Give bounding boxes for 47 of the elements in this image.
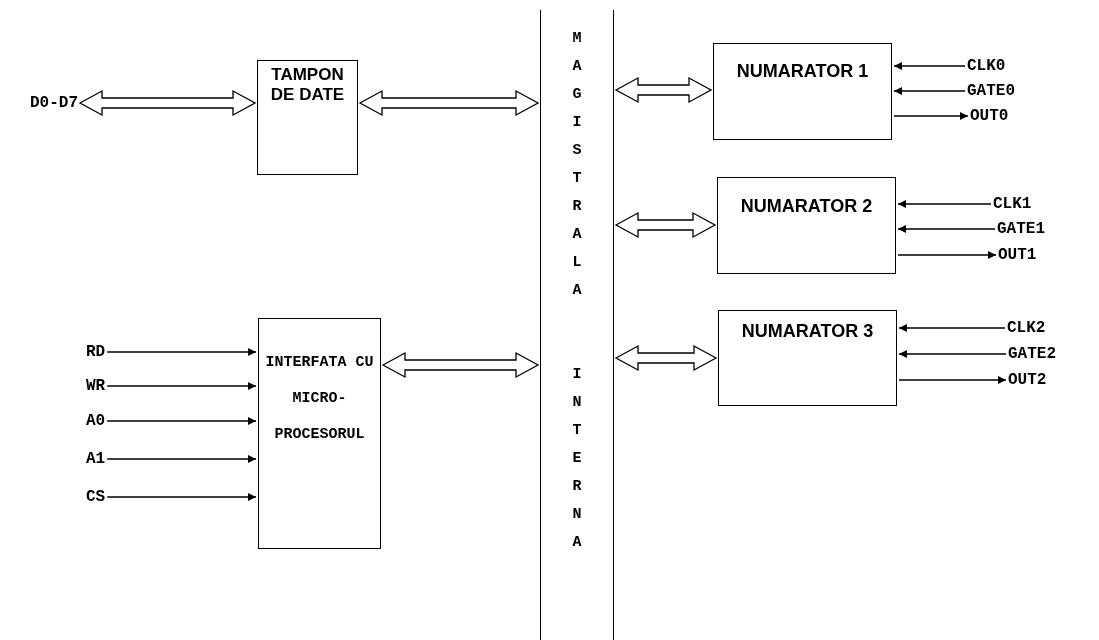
arrow bbox=[897, 225, 996, 233]
bus-label: MAGISTRALA INTERNA bbox=[568, 30, 586, 564]
signal-label: GATE0 bbox=[967, 83, 1015, 99]
signal-label: WR bbox=[86, 378, 106, 394]
arrow bbox=[897, 251, 997, 259]
double-arrow bbox=[358, 89, 540, 117]
arrow bbox=[106, 348, 257, 356]
block-label: NUMARATOR 1 bbox=[735, 61, 870, 81]
buffer-box bbox=[257, 60, 358, 175]
bus-band bbox=[540, 10, 614, 640]
arrow bbox=[898, 350, 1007, 358]
interface-box bbox=[258, 318, 381, 549]
arrow bbox=[893, 87, 966, 95]
signal-label: OUT0 bbox=[970, 108, 1009, 124]
arrow bbox=[106, 382, 257, 390]
signal-label: CLK0 bbox=[967, 58, 1006, 74]
double-arrow bbox=[78, 89, 257, 117]
signal-label: OUT2 bbox=[1008, 372, 1047, 388]
signal-label: D0-D7 bbox=[30, 95, 78, 111]
signal-label: RD bbox=[86, 344, 106, 360]
arrow bbox=[893, 62, 966, 70]
arrow bbox=[106, 493, 257, 501]
block-label: NUMARATOR 3 bbox=[740, 321, 875, 341]
signal-label: GATE1 bbox=[997, 221, 1045, 237]
arrow bbox=[106, 455, 257, 463]
arrow bbox=[898, 324, 1006, 332]
counter-box bbox=[717, 177, 896, 274]
block-label: TAMPON DE DATE bbox=[269, 65, 346, 105]
signal-label: CS bbox=[86, 489, 106, 505]
signal-label: OUT1 bbox=[998, 247, 1037, 263]
signal-label: GATE2 bbox=[1008, 346, 1056, 362]
double-arrow bbox=[381, 351, 540, 379]
arrow bbox=[897, 200, 992, 208]
double-arrow bbox=[614, 344, 718, 372]
block-label: NUMARATOR 2 bbox=[739, 196, 874, 216]
signal-label: CLK1 bbox=[993, 196, 1032, 212]
signal-label: CLK2 bbox=[1007, 320, 1046, 336]
arrow bbox=[106, 417, 257, 425]
block-label: INTERFATA CU MICRO-PROCESORUL bbox=[264, 353, 375, 445]
double-arrow bbox=[614, 211, 717, 239]
signal-label: A1 bbox=[86, 451, 106, 467]
counter-box bbox=[713, 43, 892, 140]
arrow bbox=[898, 376, 1007, 384]
arrow bbox=[893, 112, 969, 120]
double-arrow bbox=[614, 76, 713, 104]
signal-label: A0 bbox=[86, 413, 106, 429]
counter-box bbox=[718, 310, 897, 406]
